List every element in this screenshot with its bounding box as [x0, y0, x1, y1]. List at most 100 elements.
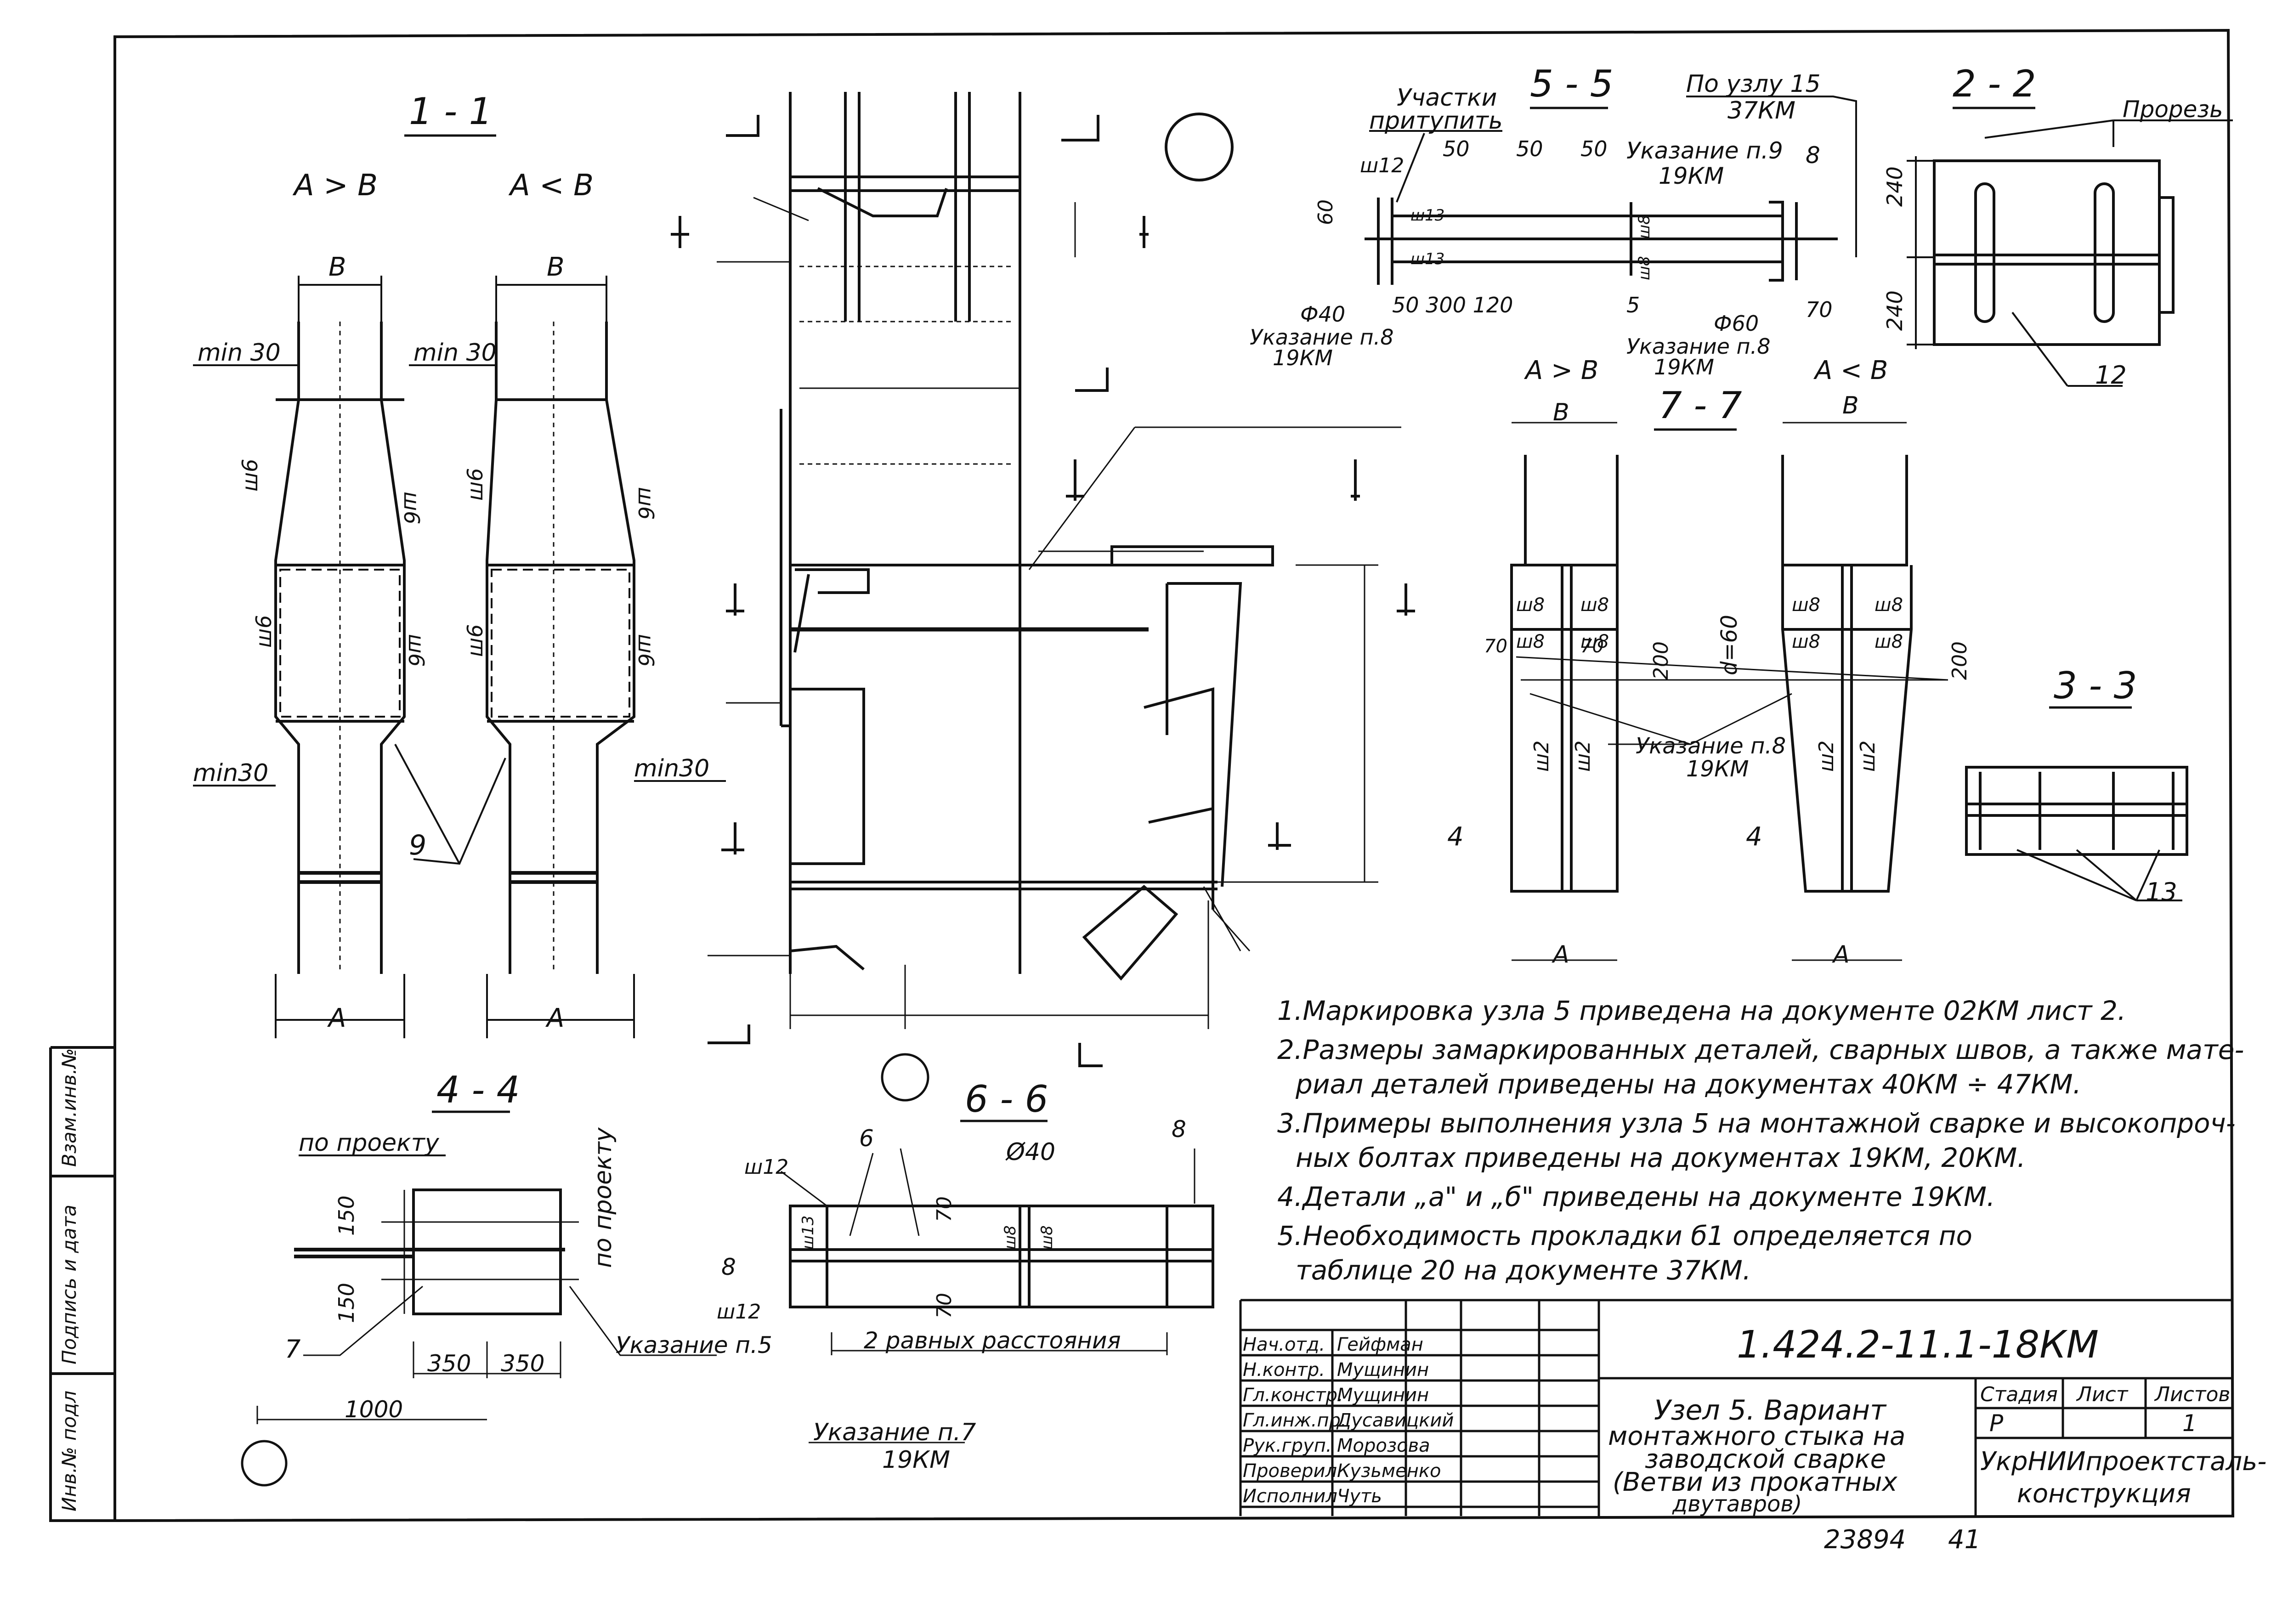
svg-text:Гейфман: Гейфман	[1337, 1334, 1423, 1355]
svg-text:ш2: ш2	[1571, 741, 1595, 772]
svg-text:по проекту: по проекту	[299, 1129, 440, 1157]
svg-text:монтажного стыка на: монтажного стыка на	[1608, 1421, 1905, 1451]
svg-text:Ф60: Ф60	[1714, 311, 1759, 336]
svg-text:200: 200	[1649, 641, 1673, 680]
svg-text:1: 1	[2182, 1410, 2197, 1437]
svg-text:5 - 5: 5 - 5	[1530, 62, 1614, 105]
svg-text:Проверил: Проверил	[1243, 1460, 1337, 1482]
svg-text:3 - 3: 3 - 3	[2054, 664, 2137, 707]
svg-text:Взам.инв.№: Взам.инв.№	[58, 1048, 80, 1167]
svg-text:ш6: ш6	[251, 615, 276, 648]
svg-text:ш8: ш8	[1516, 594, 1545, 616]
svg-text:19КМ: 19КМ	[1686, 756, 1749, 782]
section-5-5: 5 - 5 Участки притупить По узлу 15 37КМ …	[1250, 62, 1857, 379]
svg-text:A < B: A < B	[1813, 356, 1888, 385]
svg-text:A: A	[1552, 941, 1569, 968]
section-4-4: 4 - 4 по проекту по проекту 150 150 350 …	[241, 1069, 772, 1487]
svg-text:ш8: ш8	[1580, 594, 1609, 616]
svg-text:19КМ: 19КМ	[1273, 345, 1333, 370]
svg-text:Чуть: Чуть	[1337, 1486, 1382, 1507]
svg-text:Исполнил: Исполнил	[1243, 1486, 1337, 1507]
title-block: 1.424.2-11.1-18КМ Нач.отд. Н.контр. Гл.к…	[1239, 1299, 2266, 1517]
svg-text:Морозова: Морозова	[1337, 1435, 1430, 1456]
svg-text:ш8: ш8	[1038, 1225, 1056, 1250]
svg-text:70: 70	[933, 1293, 956, 1318]
svg-text:min 30: min 30	[413, 339, 497, 367]
svg-text:ш8: ш8	[1580, 631, 1609, 652]
note-line: риал деталей приведены на документах 40К…	[1295, 1069, 2081, 1100]
svg-text:6 - 6: 6 - 6	[965, 1078, 1048, 1120]
svg-text:ш8: ш8	[1516, 631, 1545, 652]
svg-text:ш2: ш2	[1815, 741, 1838, 772]
svg-text:50: 50	[1443, 136, 1470, 161]
doc-code: 1.424.2-11.1-18КМ	[1737, 1323, 2099, 1367]
svg-text:ш8: ш8	[1875, 594, 1903, 616]
svg-text:ш6: ш6	[399, 492, 424, 524]
main-elevation	[671, 92, 1415, 1102]
svg-text:60: 60	[1314, 199, 1337, 225]
section-2-2: 2 - 2 Прорезь 240 240 12	[1882, 62, 2233, 390]
svg-text:ш6: ш6	[634, 487, 658, 520]
svg-text:ш12: ш12	[744, 1155, 788, 1179]
svg-text:Указание п.8: Указание п.8	[1626, 334, 1771, 359]
svg-text:min 30: min 30	[198, 339, 281, 367]
svg-text:150: 150	[334, 1195, 359, 1236]
note-line: 4.Детали „а" и „б" приведены на документ…	[1277, 1181, 1995, 1212]
svg-text:B: B	[547, 252, 564, 282]
svg-text:min30: min30	[634, 755, 709, 782]
svg-text:ш2: ш2	[1856, 741, 1880, 772]
svg-text:ш13: ш13	[799, 1216, 817, 1250]
svg-text:Нач.отд.: Нач.отд.	[1243, 1334, 1325, 1355]
svg-text:70: 70	[1806, 297, 1833, 322]
section-1-1: 1 - 1 A > B A < B	[193, 90, 726, 1038]
svg-text:Н.контр.: Н.контр.	[1243, 1359, 1325, 1381]
svg-text:50: 50	[1516, 136, 1543, 161]
svg-text:Листов: Листов	[2154, 1383, 2230, 1406]
svg-text:ш12: ш12	[717, 1300, 761, 1324]
svg-text:По узлу 15: По узлу 15	[1686, 70, 1821, 98]
svg-text:ш6: ш6	[463, 624, 487, 657]
svg-text:200: 200	[1948, 641, 1971, 680]
svg-text:A > B: A > B	[292, 169, 378, 203]
svg-text:150: 150	[334, 1283, 359, 1323]
svg-text:ш8: ш8	[1792, 631, 1820, 652]
note-line: ных болтах приведены на документах 19КМ,…	[1296, 1142, 2026, 1173]
svg-text:Узел 5. Вариант: Узел 5. Вариант	[1654, 1394, 1887, 1426]
note-line: 5.Необходимость прокладки б1 определяетс…	[1277, 1220, 1972, 1251]
svg-text:Ø40: Ø40	[1005, 1138, 1055, 1166]
svg-text:Лист: Лист	[2076, 1383, 2129, 1406]
note-line: 3.Примеры выполнения узла 5 на монтажной…	[1277, 1108, 2236, 1139]
svg-text:Ф40: Ф40	[1300, 302, 1345, 327]
svg-text:ш6: ш6	[238, 459, 262, 492]
svg-text:12: 12	[2095, 361, 2127, 390]
svg-text:240: 240	[1882, 290, 1907, 331]
svg-text:4: 4	[1447, 822, 1464, 852]
svg-text:A < B: A < B	[508, 169, 594, 203]
svg-text:B: B	[1553, 399, 1569, 426]
svg-text:ш8: ш8	[1001, 1225, 1019, 1250]
svg-text:УкрНИИпроектсталь-: УкрНИИпроектсталь-	[1980, 1447, 2266, 1477]
svg-text:B: B	[328, 252, 346, 282]
svg-text:Р: Р	[1989, 1410, 2004, 1437]
svg-text:Дусавицкий: Дусавицкий	[1336, 1410, 1454, 1431]
svg-text:Подпись и дата: Подпись и дата	[58, 1205, 80, 1364]
svg-text:70: 70	[1580, 636, 1604, 657]
svg-text:Участки: Участки	[1397, 84, 1497, 112]
svg-text:по проекту: по проекту	[589, 1127, 617, 1268]
svg-text:ш13: ш13	[1410, 250, 1444, 268]
svg-text:8: 8	[721, 1254, 736, 1280]
svg-text:240: 240	[1882, 166, 1907, 207]
general-notes: 1.Маркировка узла 5 приведена на докумен…	[1277, 995, 2244, 1286]
svg-text:ш13: ш13	[1410, 206, 1444, 225]
svg-text:Указание п.8: Указание п.8	[1636, 733, 1786, 759]
svg-text:ш2: ш2	[1530, 741, 1553, 772]
svg-text:(Ветви из прокатных: (Ветви из прокатных	[1613, 1467, 1898, 1497]
note-line: таблице 20 на документе 37КМ.	[1296, 1255, 1751, 1286]
svg-text:8: 8	[1172, 1116, 1186, 1143]
svg-text:350: 350	[501, 1350, 544, 1377]
svg-text:2 равных расстояния: 2 равных расстояния	[864, 1327, 1121, 1354]
svg-text:Гл.инж.пр.: Гл.инж.пр.	[1243, 1410, 1347, 1431]
svg-text:A: A	[545, 1003, 564, 1033]
svg-text:Указание п.7: Указание п.7	[813, 1419, 976, 1446]
